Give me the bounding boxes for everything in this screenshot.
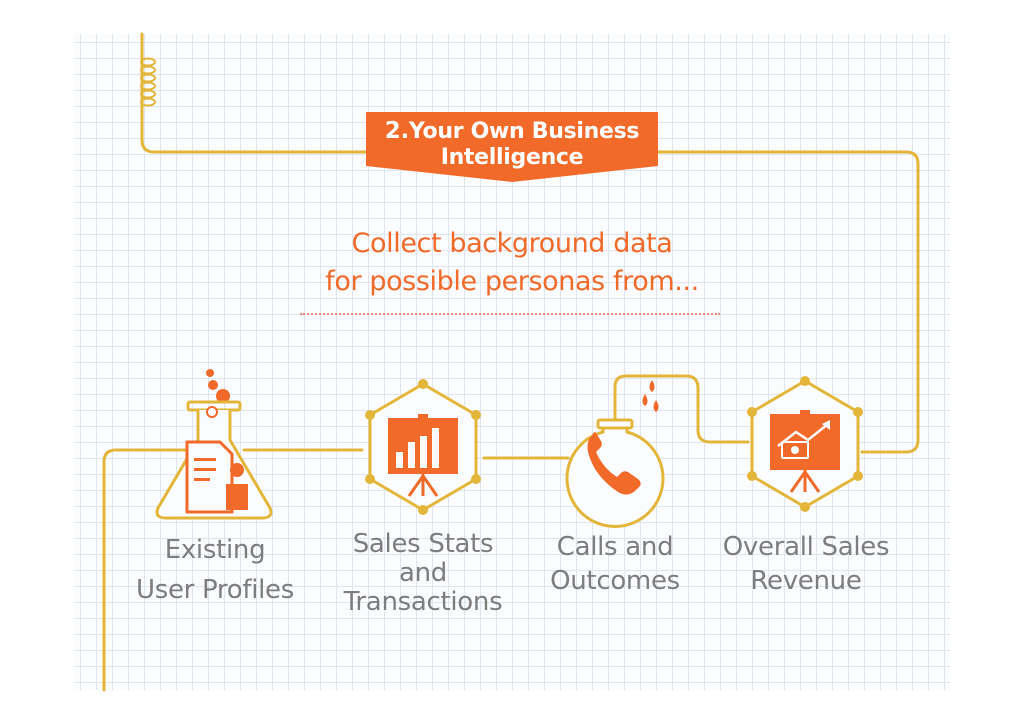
lab-flask-document-icon: [155, 369, 273, 520]
subtitle-line2: for possible personas from...: [325, 266, 699, 297]
source-label-sales-stats: Sales Stats and Transactions: [318, 530, 528, 617]
label-line: Outcomes: [550, 566, 680, 596]
subtitle: Collect background data for possible per…: [250, 225, 774, 301]
banner-title-line1: 2.Your Own Business: [366, 119, 658, 144]
section-banner: 2.Your Own Business Intelligence: [366, 112, 658, 180]
banner-line1-text: Your Own Business: [408, 119, 640, 144]
label-line: Existing: [164, 535, 266, 565]
subtitle-line1: Collect background data: [351, 228, 673, 259]
label-line: Overall Sales: [722, 532, 890, 562]
label-line: and: [398, 558, 447, 588]
coil-spring-icon: [140, 57, 156, 107]
dotted-divider: [300, 313, 720, 315]
source-label-overall-sales-revenue: Overall Sales Revenue: [700, 530, 912, 598]
label-line: User Profiles: [135, 575, 295, 605]
label-line: Calls and: [556, 532, 674, 562]
connector-pipe: [102, 32, 920, 692]
label-line: Transactions: [343, 587, 503, 617]
source-label-existing-user-profiles: Existing User Profiles: [110, 530, 320, 610]
label-line: Sales Stats: [352, 529, 494, 559]
bar-chart-easel-icon: [365, 379, 481, 515]
banner-title-line2: Intelligence: [440, 145, 584, 170]
label-line: Revenue: [750, 566, 862, 596]
source-label-calls-and-outcomes: Calls and Outcomes: [510, 530, 720, 598]
telephone-icon: [565, 380, 665, 528]
banner-shape: [366, 112, 658, 182]
banner-number: 2.: [384, 118, 409, 144]
revenue-chart-easel-icon: [747, 376, 863, 512]
